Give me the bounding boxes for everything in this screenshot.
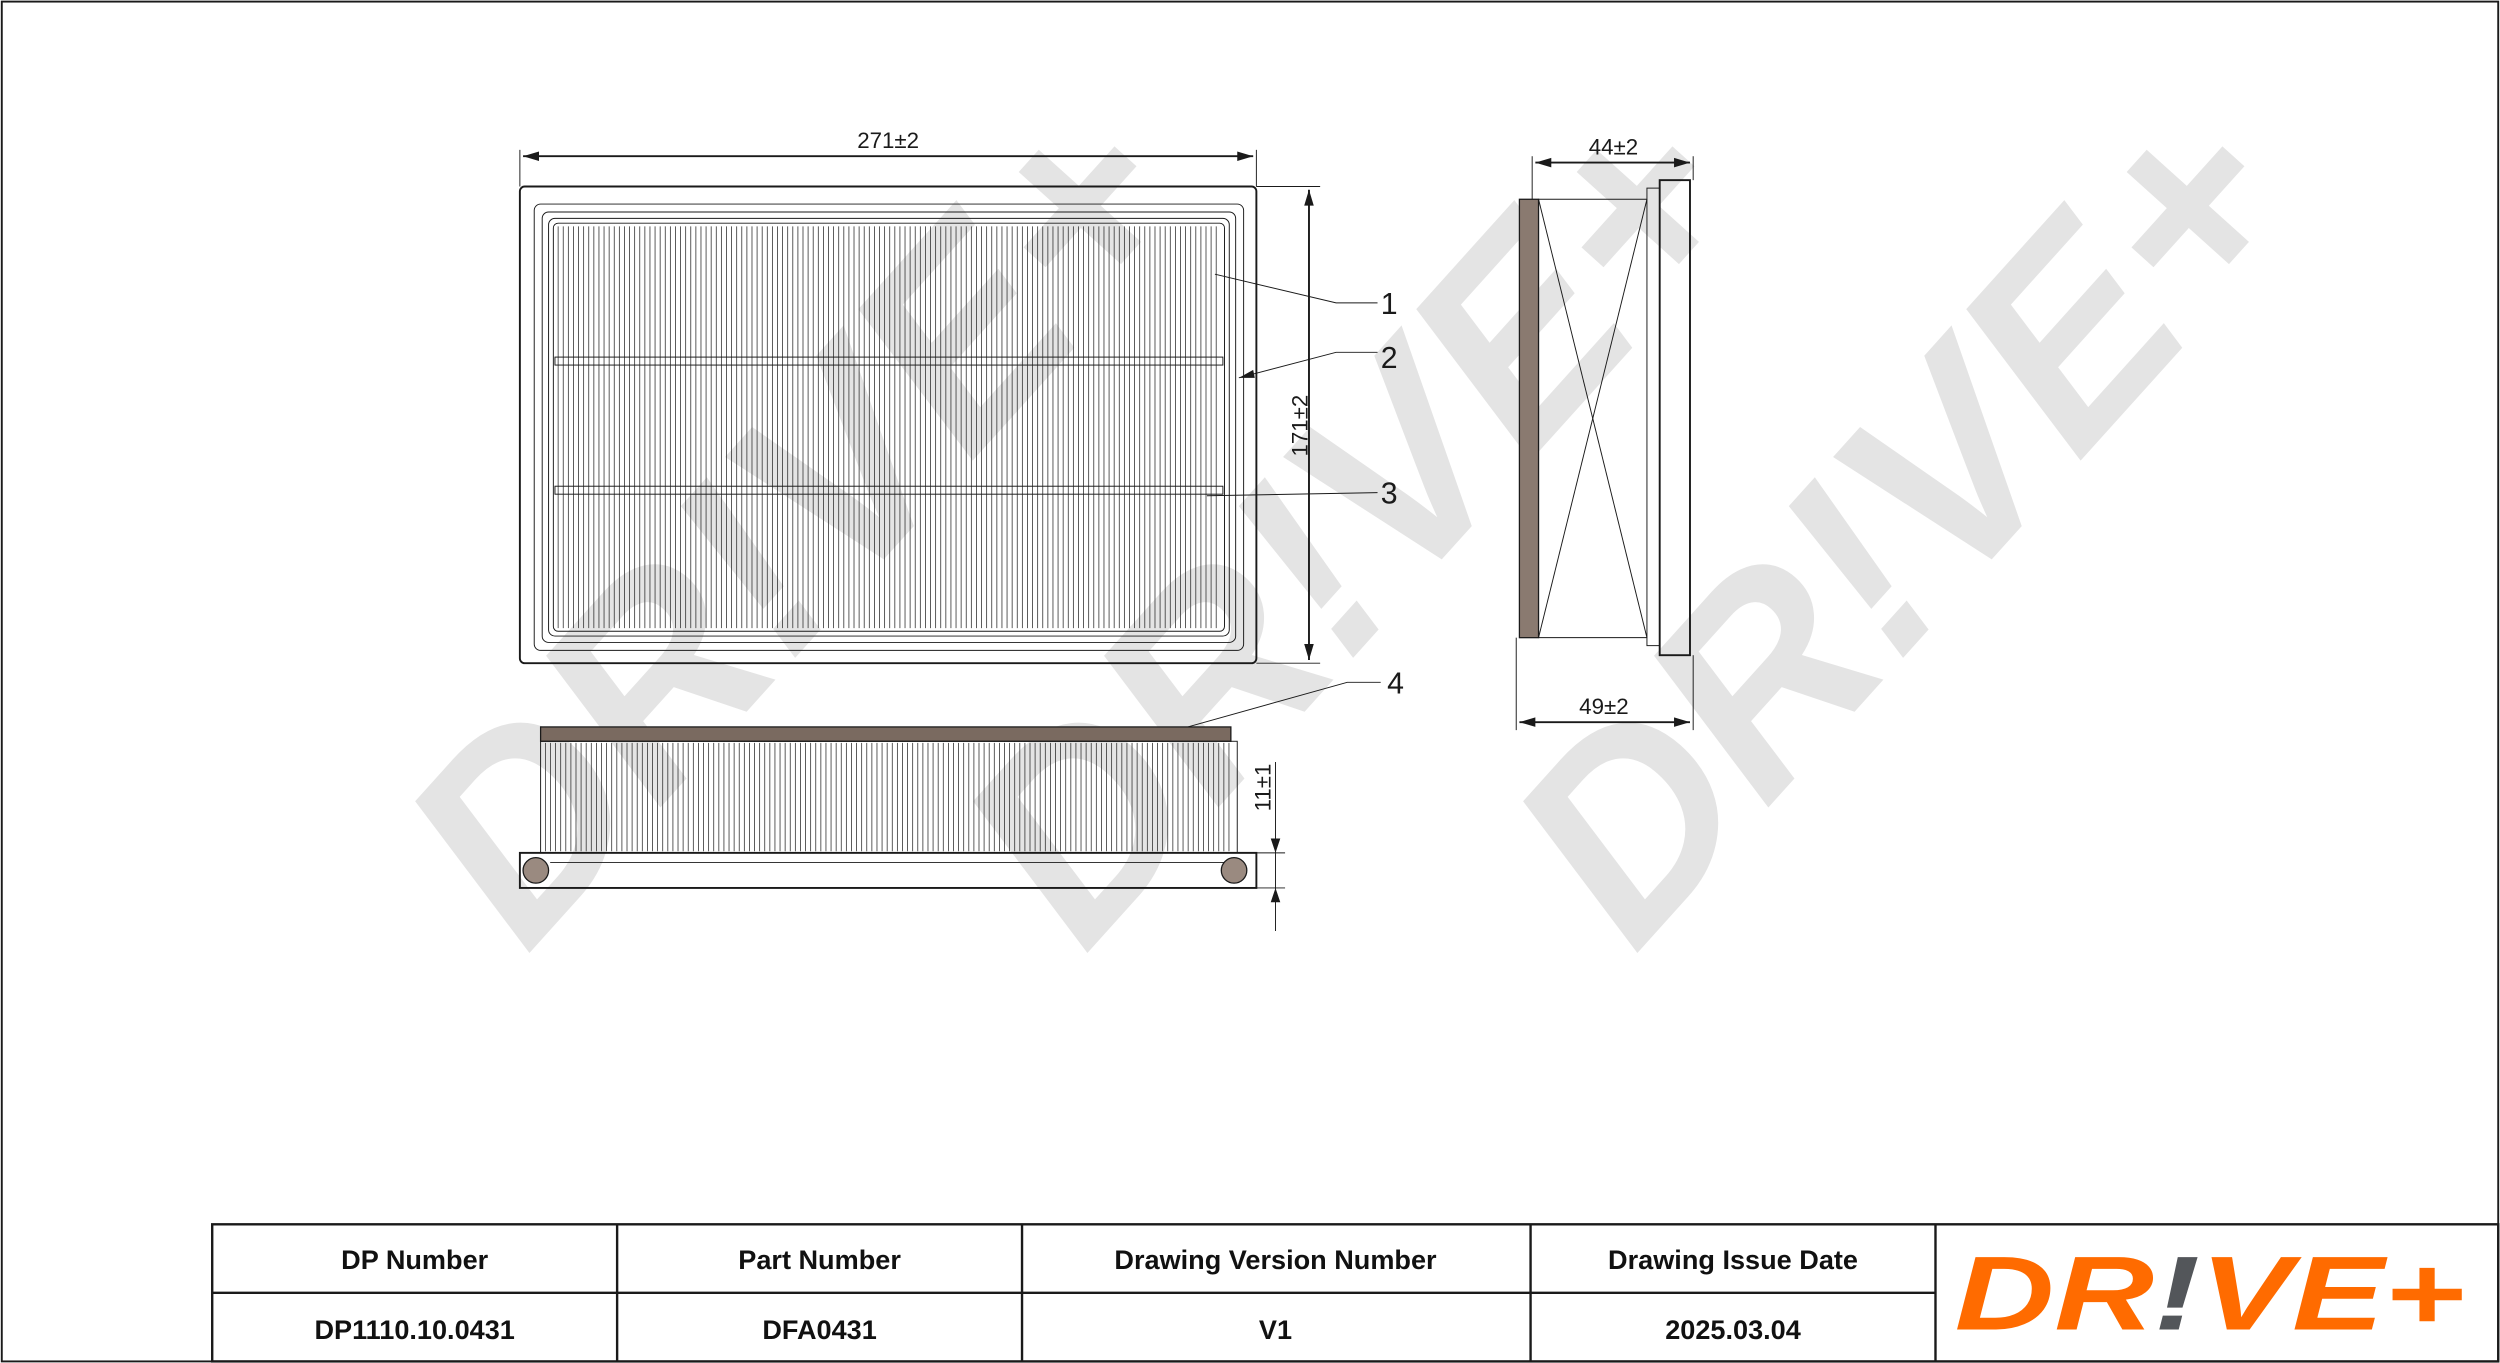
logo-text-right: VE+ [2200, 1236, 2465, 1353]
callout-1: 1 [1381, 288, 1398, 321]
dimension-depth-top: 44±2 [1589, 135, 1638, 160]
logo-text-left: DR [1955, 1236, 2154, 1353]
value-drawing-version: V1 [1259, 1314, 1292, 1345]
header-dp-number: DP Number [341, 1244, 489, 1275]
support-bar [554, 485, 1224, 495]
value-issue-date: 2025.03.04 [1665, 1314, 1801, 1345]
callout-2: 2 [1381, 342, 1398, 375]
dimension-width: 171±2 [1287, 395, 1312, 457]
dimension-seal-height: 11±1 [1251, 764, 1276, 812]
pleats [544, 742, 1230, 852]
value-part-number: DFA0431 [762, 1314, 876, 1345]
pleats [557, 226, 1217, 629]
support-bar [554, 356, 1224, 366]
callout-3: 3 [1381, 478, 1398, 511]
side-view: 11±1 [518, 726, 1286, 931]
callout-4: 4 [1387, 667, 1404, 700]
header-issue-date: Drawing Issue Date [1608, 1244, 1858, 1275]
value-dp-number: DP1110.10.0431 [314, 1314, 514, 1345]
title-block: DP Number Part Number Drawing Version Nu… [211, 1223, 2500, 1363]
header-part-number: Part Number [738, 1244, 901, 1275]
end-view: 44±2 49±2 [1515, 135, 1694, 731]
dimension-length: 271±2 [857, 128, 919, 153]
logo-mark: ! [2154, 1236, 2200, 1353]
dimension-depth-bottom: 49±2 [1579, 694, 1628, 719]
svg-text:DR!VE+: DR!VE+ [1955, 1236, 2465, 1353]
header-drawing-version: Drawing Version Number [1114, 1244, 1437, 1275]
brand-logo: DR!VE+ [1955, 1236, 2465, 1353]
top-view: 271±2 171±2 1 2 3 4 [518, 128, 1404, 728]
